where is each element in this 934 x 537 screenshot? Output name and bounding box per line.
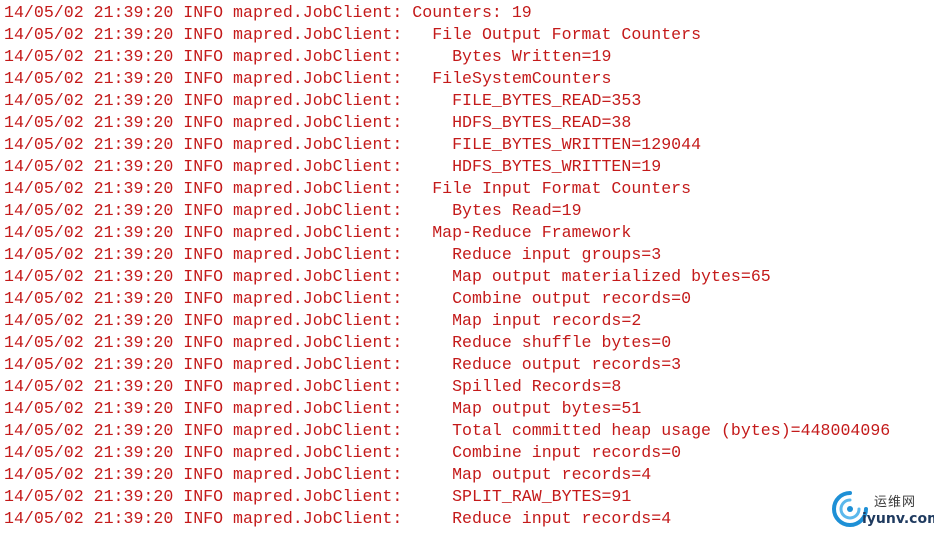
log-line: 14/05/02 21:39:20 INFO mapred.JobClient:… xyxy=(4,69,612,88)
log-line: 14/05/02 21:39:20 INFO mapred.JobClient:… xyxy=(4,509,672,528)
log-line: 14/05/02 21:39:20 INFO mapred.JobClient:… xyxy=(4,25,702,44)
watermark-chinese-text: 运维网 xyxy=(874,495,917,510)
log-line: 14/05/02 21:39:20 INFO mapred.JobClient:… xyxy=(4,421,891,440)
log-line: 14/05/02 21:39:20 INFO mapred.JobClient:… xyxy=(4,267,771,286)
log-line: 14/05/02 21:39:20 INFO mapred.JobClient:… xyxy=(4,135,702,154)
log-line: 14/05/02 21:39:20 INFO mapred.JobClient:… xyxy=(4,399,642,418)
log-line: 14/05/02 21:39:20 INFO mapred.JobClient:… xyxy=(4,377,622,396)
log-line: 14/05/02 21:39:20 INFO mapred.JobClient:… xyxy=(4,245,662,264)
log-line: 14/05/02 21:39:20 INFO mapred.JobClient:… xyxy=(4,443,682,462)
log-line: 14/05/02 21:39:20 INFO mapred.JobClient:… xyxy=(4,311,642,330)
log-line: 14/05/02 21:39:20 INFO mapred.JobClient:… xyxy=(4,355,682,374)
log-line: 14/05/02 21:39:20 INFO mapred.JobClient:… xyxy=(4,201,582,220)
log-line: 14/05/02 21:39:20 INFO mapred.JobClient:… xyxy=(4,289,692,308)
log-line: 14/05/02 21:39:20 INFO mapred.JobClient:… xyxy=(4,179,692,198)
log-line: 14/05/02 21:39:20 INFO mapred.JobClient:… xyxy=(4,3,532,22)
log-line: 14/05/02 21:39:20 INFO mapred.JobClient:… xyxy=(4,47,612,66)
log-line: 14/05/02 21:39:20 INFO mapred.JobClient:… xyxy=(4,333,672,352)
site-watermark: 运维网 iyunv.com xyxy=(830,489,934,533)
log-line: 14/05/02 21:39:20 INFO mapred.JobClient:… xyxy=(4,113,632,132)
log-line: 14/05/02 21:39:20 INFO mapred.JobClient:… xyxy=(4,465,652,484)
log-line: 14/05/02 21:39:20 INFO mapred.JobClient:… xyxy=(4,487,632,506)
watermark-site-text: iyunv.com xyxy=(862,511,934,527)
log-line: 14/05/02 21:39:20 INFO mapred.JobClient:… xyxy=(4,91,642,110)
log-line: 14/05/02 21:39:20 INFO mapred.JobClient:… xyxy=(4,157,662,176)
log-lines: 14/05/02 21:39:20 INFO mapred.JobClient:… xyxy=(4,2,934,530)
log-line: 14/05/02 21:39:20 INFO mapred.JobClient:… xyxy=(4,223,632,242)
swirl-logo-icon xyxy=(832,491,868,527)
